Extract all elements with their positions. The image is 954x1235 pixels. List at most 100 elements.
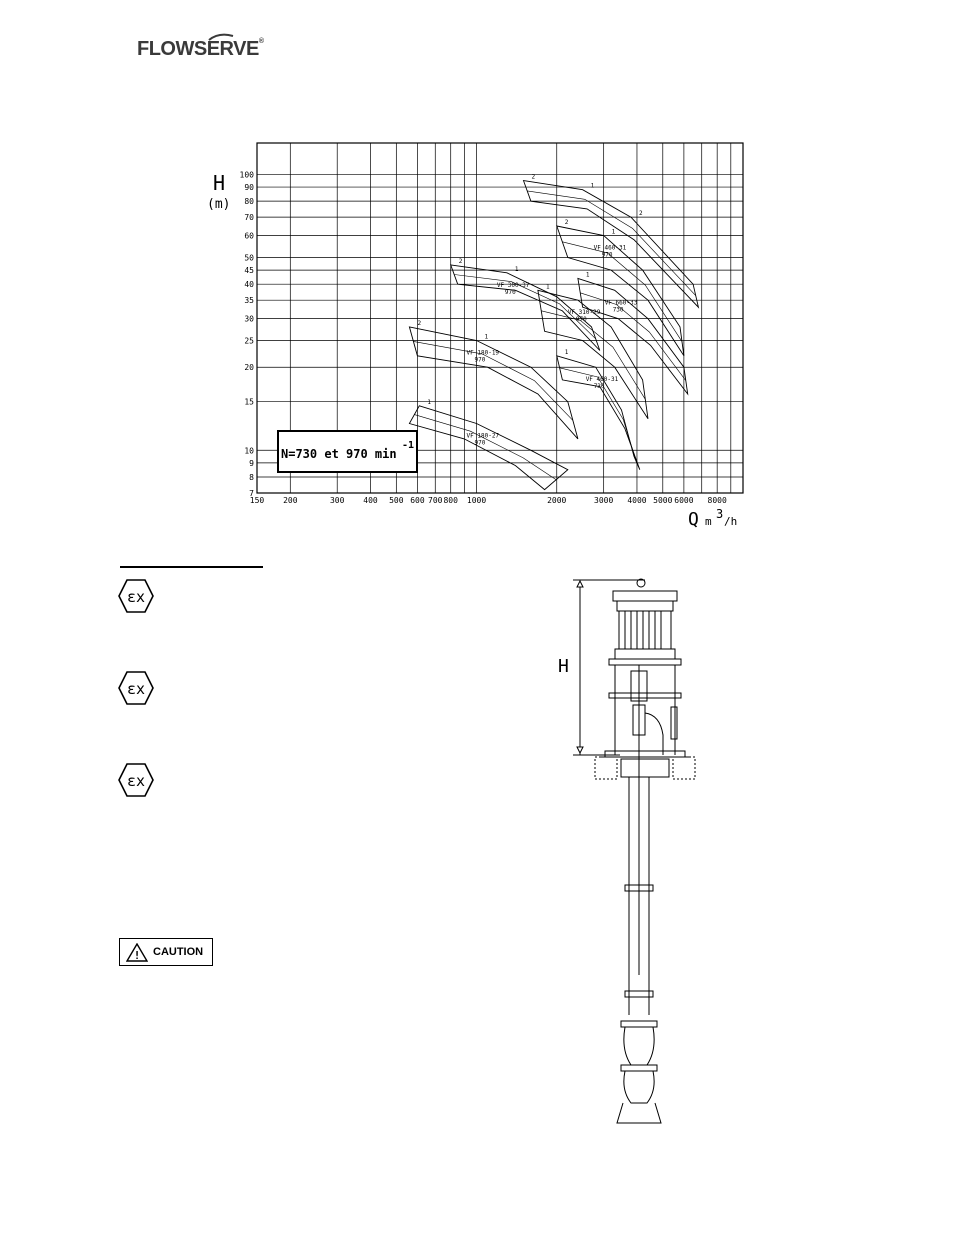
x-tick-label: 2000 [547, 496, 566, 505]
section-rule [120, 566, 263, 568]
series-label: VF 300-37 [497, 282, 530, 289]
impeller-mark: 1 [612, 229, 616, 236]
x-tick-label: 700 [428, 496, 443, 505]
y-tick-label: 50 [244, 253, 254, 262]
impeller-mark: 1 [485, 334, 489, 341]
y-tick-label: 80 [244, 197, 254, 206]
ex-atex-hexagon-icon: εx [118, 671, 154, 705]
series-inner-curve [559, 367, 638, 464]
impeller-mark: 1 [591, 183, 595, 190]
speed-annotation-superscript: -1 [402, 440, 414, 451]
y-axis-unit: (m) [207, 197, 230, 212]
series-label: VF 180-19 [467, 350, 500, 357]
impeller-mark: 1 [565, 349, 569, 356]
impeller-mark: 2 [417, 320, 421, 327]
caution-label: ! CAUTION [119, 938, 213, 966]
series-speed-label: 970 [576, 316, 587, 323]
logo-text: FLOWSERVE [137, 38, 259, 60]
x-axis-unit-exp: 3 [716, 507, 723, 521]
registered-mark: ® [258, 38, 264, 45]
x-tick-label: 4000 [627, 496, 646, 505]
series-envelope-path [408, 405, 569, 491]
caution-text: CAUTION [153, 946, 204, 958]
flowserve-logo: FLOWSERVE® [137, 33, 264, 61]
dimension-label-h: H [558, 656, 569, 677]
impeller-mark: 2 [565, 219, 569, 226]
y-tick-label: 100 [240, 170, 255, 179]
ex-atex-hexagon-icon: εx [118, 763, 154, 797]
y-tick-label: 15 [244, 398, 254, 407]
series-speed-label: 730 [613, 306, 624, 313]
series-envelope-path [556, 355, 641, 470]
svg-text:εx: εx [127, 772, 145, 790]
series-inner-curve [414, 414, 557, 480]
series-speed-label: 970 [475, 440, 486, 447]
series-inner-curve [541, 310, 646, 400]
y-tick-label: 60 [244, 232, 254, 241]
y-tick-label: 35 [244, 296, 254, 305]
series-label: VF 460-31 [586, 376, 619, 383]
y-tick-label: 25 [244, 337, 254, 346]
x-axis-unit-tail: /h [724, 515, 737, 528]
series-envelope-path [556, 225, 685, 357]
y-tick-label: 8 [249, 473, 254, 482]
y-tick-label: 70 [244, 213, 254, 222]
x-tick-label: 600 [410, 496, 425, 505]
logo-swoosh-icon [208, 33, 234, 41]
impeller-mark: 1 [546, 283, 550, 290]
y-tick-label: 30 [244, 315, 254, 324]
impeller-mark: 1 [586, 271, 590, 278]
x-tick-label: 8000 [708, 496, 727, 505]
vertical-pump-drawing: H [558, 578, 696, 1124]
series-inner-curve [562, 241, 683, 342]
x-tick-label: 300 [330, 496, 345, 505]
svg-text:!: ! [134, 949, 141, 962]
y-tick-label: 40 [244, 280, 254, 289]
series-inner-curve [454, 274, 596, 339]
y-tick-label: 9 [249, 459, 254, 468]
y-tick-label: 45 [244, 266, 254, 275]
impeller-mark: 2 [639, 210, 643, 217]
svg-text:εx: εx [127, 680, 145, 698]
x-tick-label: 150 [250, 496, 265, 505]
x-tick-label: 500 [389, 496, 404, 505]
series-envelope-path [577, 277, 689, 396]
y-tick-label: 10 [244, 446, 254, 455]
x-tick-label: 5000 [653, 496, 672, 505]
y-axis-label: H [213, 171, 225, 195]
x-axis-unit-base: m [705, 515, 712, 528]
series-speed-label: 970 [475, 357, 486, 364]
impeller-mark: 1 [427, 399, 431, 406]
series-envelope-path [408, 326, 579, 440]
y-tick-label: 90 [244, 183, 254, 192]
speed-annotation-text: N=730 et 970 min [281, 447, 397, 461]
series-envelope-path [522, 180, 700, 309]
x-axis-label: Q [688, 509, 699, 530]
series-speed-label: 970 [602, 252, 613, 259]
x-tick-label: 400 [363, 496, 378, 505]
x-tick-label: 1000 [467, 496, 486, 505]
series-inner-curve [413, 341, 574, 421]
ex-atex-hexagon-icon: εx [118, 579, 154, 613]
warning-triangle-icon: ! [126, 942, 148, 962]
series-inner-curve [580, 292, 687, 381]
y-tick-label: 7 [249, 489, 254, 498]
y-tick-label: 20 [244, 363, 254, 372]
x-tick-label: 800 [443, 496, 458, 505]
impeller-mark: 1 [515, 266, 519, 273]
x-tick-label: 3000 [594, 496, 613, 505]
series-label: VF 460-31 [594, 245, 627, 252]
svg-text:εx: εx [127, 588, 145, 606]
pump-series-envelope: 2 1 2 [522, 174, 700, 309]
series-inner-curve [527, 190, 697, 296]
series-label: VF 180-27 [467, 433, 500, 440]
